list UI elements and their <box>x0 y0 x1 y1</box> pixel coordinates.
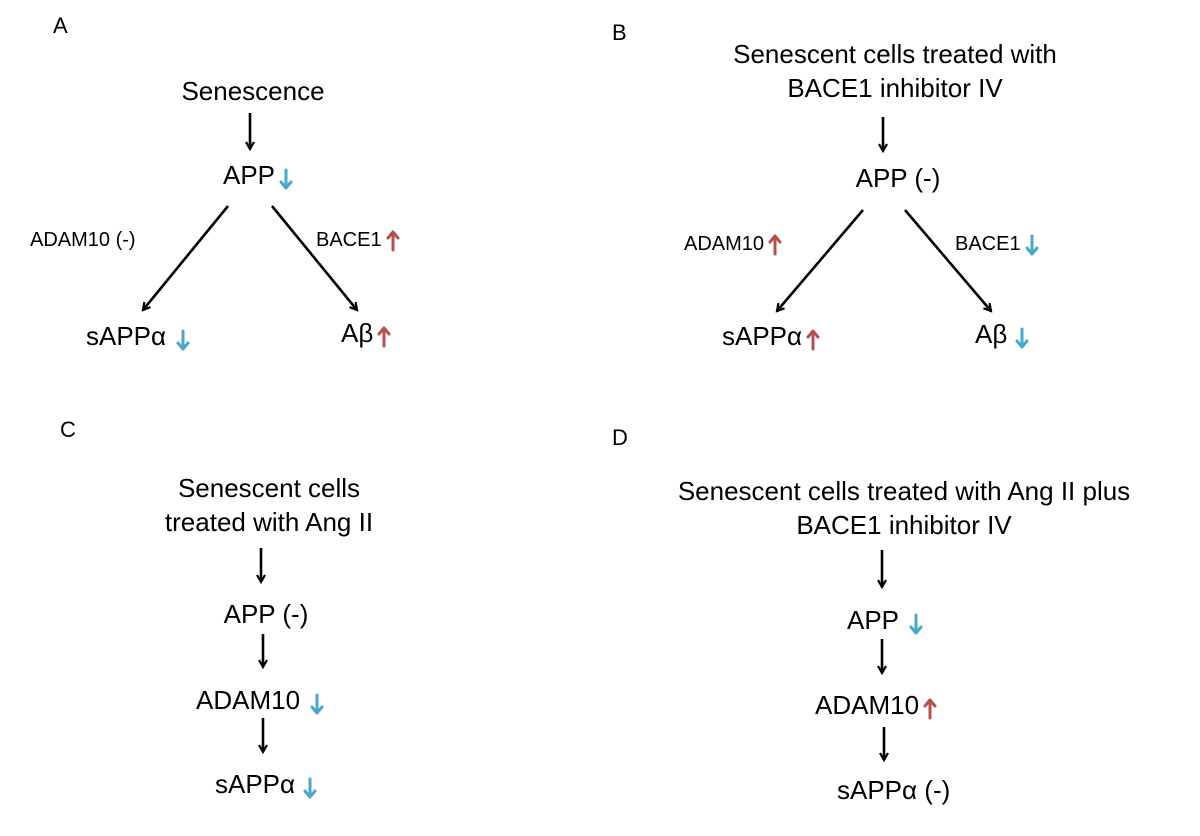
panel-b-right-product: Aβ <box>975 319 1029 349</box>
panel-d-app: APP <box>847 605 923 635</box>
panel-b-app: APP (-) <box>856 163 941 193</box>
panel-a-sappa-text: sAPPα <box>86 321 167 351</box>
arrow-up-icon <box>386 230 400 252</box>
panel-c-adam10-text: ADAM10 <box>196 685 301 715</box>
panel-a-left-product: sAPPα <box>86 321 190 351</box>
panel-label-c: C <box>60 417 76 442</box>
panel-d-sappa-text: sAPPα (-) <box>837 775 951 805</box>
panel-c-title: Senescent cells treated with Ang II <box>165 471 373 539</box>
panel-label-d: D <box>612 425 628 450</box>
arrow-a-app-abeta <box>270 205 357 310</box>
panel-b-abeta-text: Aβ <box>975 319 1008 349</box>
arrow-down-icon <box>1025 234 1039 256</box>
panel-b-left-product: sAPPα <box>722 321 820 351</box>
arrow-up-icon <box>768 234 782 256</box>
arrow-down-icon <box>909 611 923 635</box>
panel-b-title-line1: Senescent cells treated with <box>733 39 1057 69</box>
panel-a-title: Senescence <box>181 76 325 106</box>
panel-c-title-line2: treated with Ang II <box>164 507 374 537</box>
arrow-down-icon <box>1015 325 1029 349</box>
arrow-down-icon <box>279 166 293 190</box>
panel-label-b: B <box>612 20 627 45</box>
panel-c-enzyme: ADAM10 <box>196 685 324 715</box>
panel-a-app: APP <box>223 160 293 190</box>
panel-a-app-text: APP <box>222 160 276 190</box>
panel-c-product: sAPPα <box>215 769 317 799</box>
panel-d-adam10-text: ADAM10 <box>815 690 920 720</box>
panel-b-title-line2: BACE1 inhibitor IV <box>787 73 1003 103</box>
panel-b-bace1-text: BACE1 <box>955 233 1021 255</box>
arrow-up-icon <box>806 327 820 351</box>
panel-c-app-text: APP (-) <box>223 599 309 629</box>
panel-d-enzyme: ADAM10 <box>815 690 937 720</box>
panel-b-adam10-text: ADAM10 <box>684 233 765 255</box>
panel-d-title-line1: Senescent cells treated with Ang II plus <box>677 476 1131 506</box>
panel-a-bace1-text: BACE1 <box>316 229 382 251</box>
panel-a-abeta-text: Aβ <box>341 318 374 348</box>
arrow-down-icon <box>310 691 324 715</box>
panel-b-title: Senescent cells treated with BACE1 inhib… <box>733 37 1057 105</box>
panel-a-left-enzyme: ADAM10 (-) <box>30 225 136 255</box>
arrow-b-app-sappa <box>777 209 864 311</box>
panel-d-app-text: APP <box>847 605 900 635</box>
panel-d-product: sAPPα (-) <box>837 775 950 805</box>
arrow-b-app-abeta <box>904 209 991 311</box>
panel-b-right-enzyme: BACE1 <box>955 229 1039 259</box>
panel-label-a: A <box>53 13 68 38</box>
panel-c-sappa-text: sAPPα <box>215 769 296 799</box>
panel-b-app-text: APP (-) <box>855 163 941 193</box>
panel-c-app: APP (-) <box>224 599 309 629</box>
panel-d-title-line2: BACE1 inhibitor IV <box>796 510 1012 540</box>
panel-b-left-enzyme: ADAM10 <box>684 229 782 259</box>
panel-b-sappa-text: sAPPα <box>722 321 803 351</box>
arrow-a-app-sappa <box>143 205 230 310</box>
panel-c-title-line1: Senescent cells <box>177 473 361 503</box>
arrow-down-icon <box>303 775 317 799</box>
arrow-up-icon <box>923 696 937 720</box>
panel-d-title: Senescent cells treated with Ang II plus… <box>678 474 1130 542</box>
panel-a-adam10-text: ADAM10 (-) <box>30 229 136 251</box>
arrow-up-icon <box>377 324 391 348</box>
panel-a-right-product: Aβ <box>341 318 391 348</box>
panel-a-right-enzyme: BACE1 <box>316 225 400 255</box>
arrow-down-icon <box>176 327 190 351</box>
